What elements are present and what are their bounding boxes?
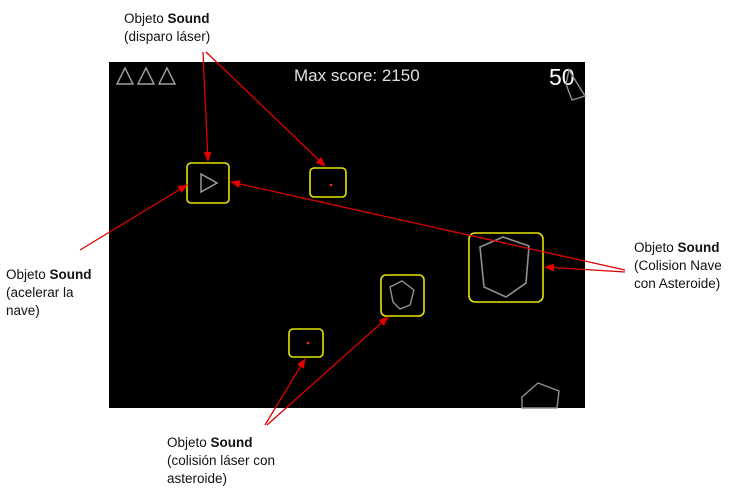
arrow-laser-to-ship: [202, 51, 212, 162]
laser-highlight-box: [288, 328, 324, 358]
lives-indicator: [115, 66, 177, 85]
small-asteroid-highlight-box: [380, 274, 425, 317]
arrow-laser-to-shot: [205, 51, 326, 167]
asteroid-icon: [389, 280, 415, 310]
life-ship-icon: [136, 66, 156, 85]
life-ship-icon: [157, 66, 177, 85]
life-ship-icon: [115, 66, 135, 85]
laser-shot: [306, 341, 310, 345]
arrow-hit-to-asteroid: [266, 316, 389, 426]
asteroid-icon: [565, 68, 587, 101]
game-canvas: [109, 62, 585, 408]
max-score-label: Max score: 2150: [294, 66, 420, 85]
laser-shot: [329, 183, 333, 187]
annotation-laser-sound: Objeto Sound (disparo láser): [124, 11, 211, 44]
score-counter: 50: [549, 64, 575, 90]
annotation-hit-sound: Objeto Sound (colisión láser con asteroi…: [167, 435, 276, 486]
arrow-thrust: [79, 184, 188, 251]
arrow-collision-to-asteroid: [544, 263, 626, 273]
annotation-collision-sound: Objeto Sound (Colision Nave con Asteroid…: [634, 240, 722, 291]
laser-highlight-box: [309, 167, 347, 198]
asteroid-icon: [521, 382, 560, 409]
arrow-hit-to-shot: [264, 358, 306, 426]
annotation-arrows: [79, 51, 626, 426]
asteroid-icon: [479, 236, 530, 298]
annotation-thrust-sound: Objeto Sound (acelerar la nave): [6, 267, 92, 318]
big-asteroid-highlight-box: [468, 232, 544, 303]
arrow-collision-to-ship: [230, 180, 626, 271]
ship-icon: [200, 172, 219, 194]
ship-highlight-box: [186, 162, 230, 204]
